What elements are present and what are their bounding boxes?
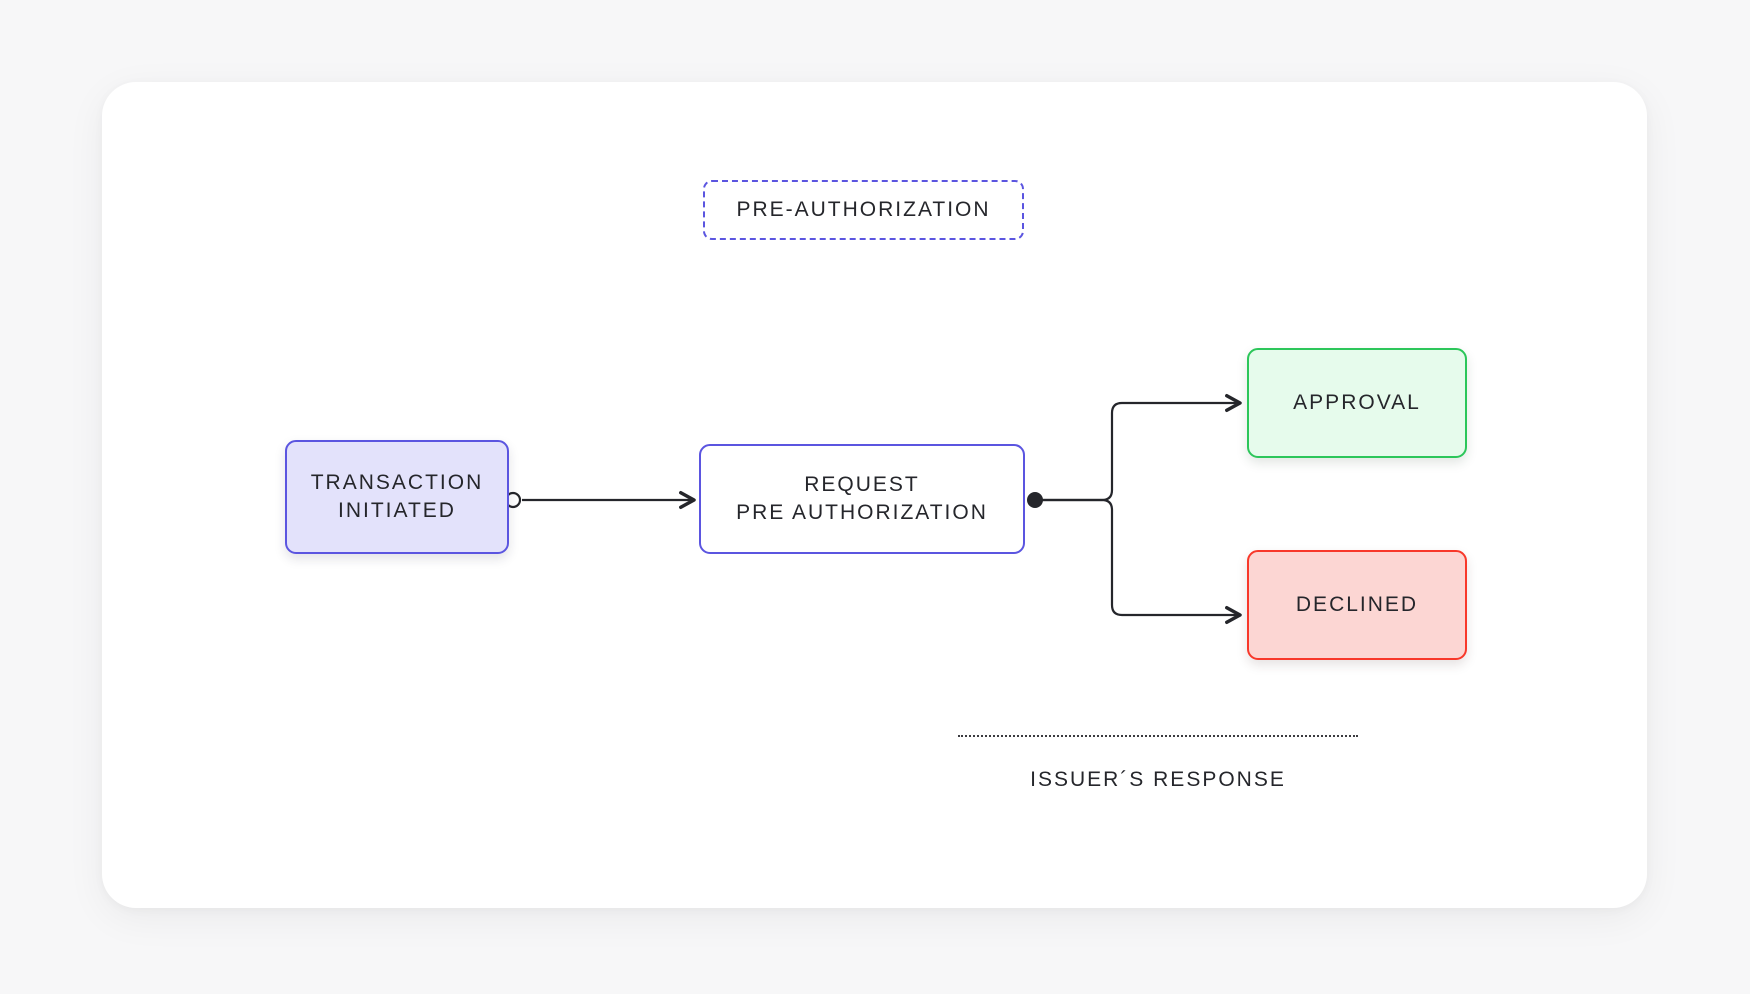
annotation-divider xyxy=(958,735,1358,737)
node-request-pre-authorization[interactable]: REQUEST PRE AUTHORIZATION xyxy=(699,444,1025,554)
annotation-label: ISSUER´S RESPONSE xyxy=(1030,768,1286,791)
node-declined[interactable]: DECLINED xyxy=(1247,550,1467,660)
group-label-pre-authorization[interactable]: PRE-AUTHORIZATION xyxy=(703,180,1024,240)
node-transaction-initiated[interactable]: TRANSACTION INITIATED xyxy=(285,440,509,554)
annotation-issuers-response: ISSUER´S RESPONSE xyxy=(958,735,1358,792)
node-approval[interactable]: APPROVAL xyxy=(1247,348,1467,458)
